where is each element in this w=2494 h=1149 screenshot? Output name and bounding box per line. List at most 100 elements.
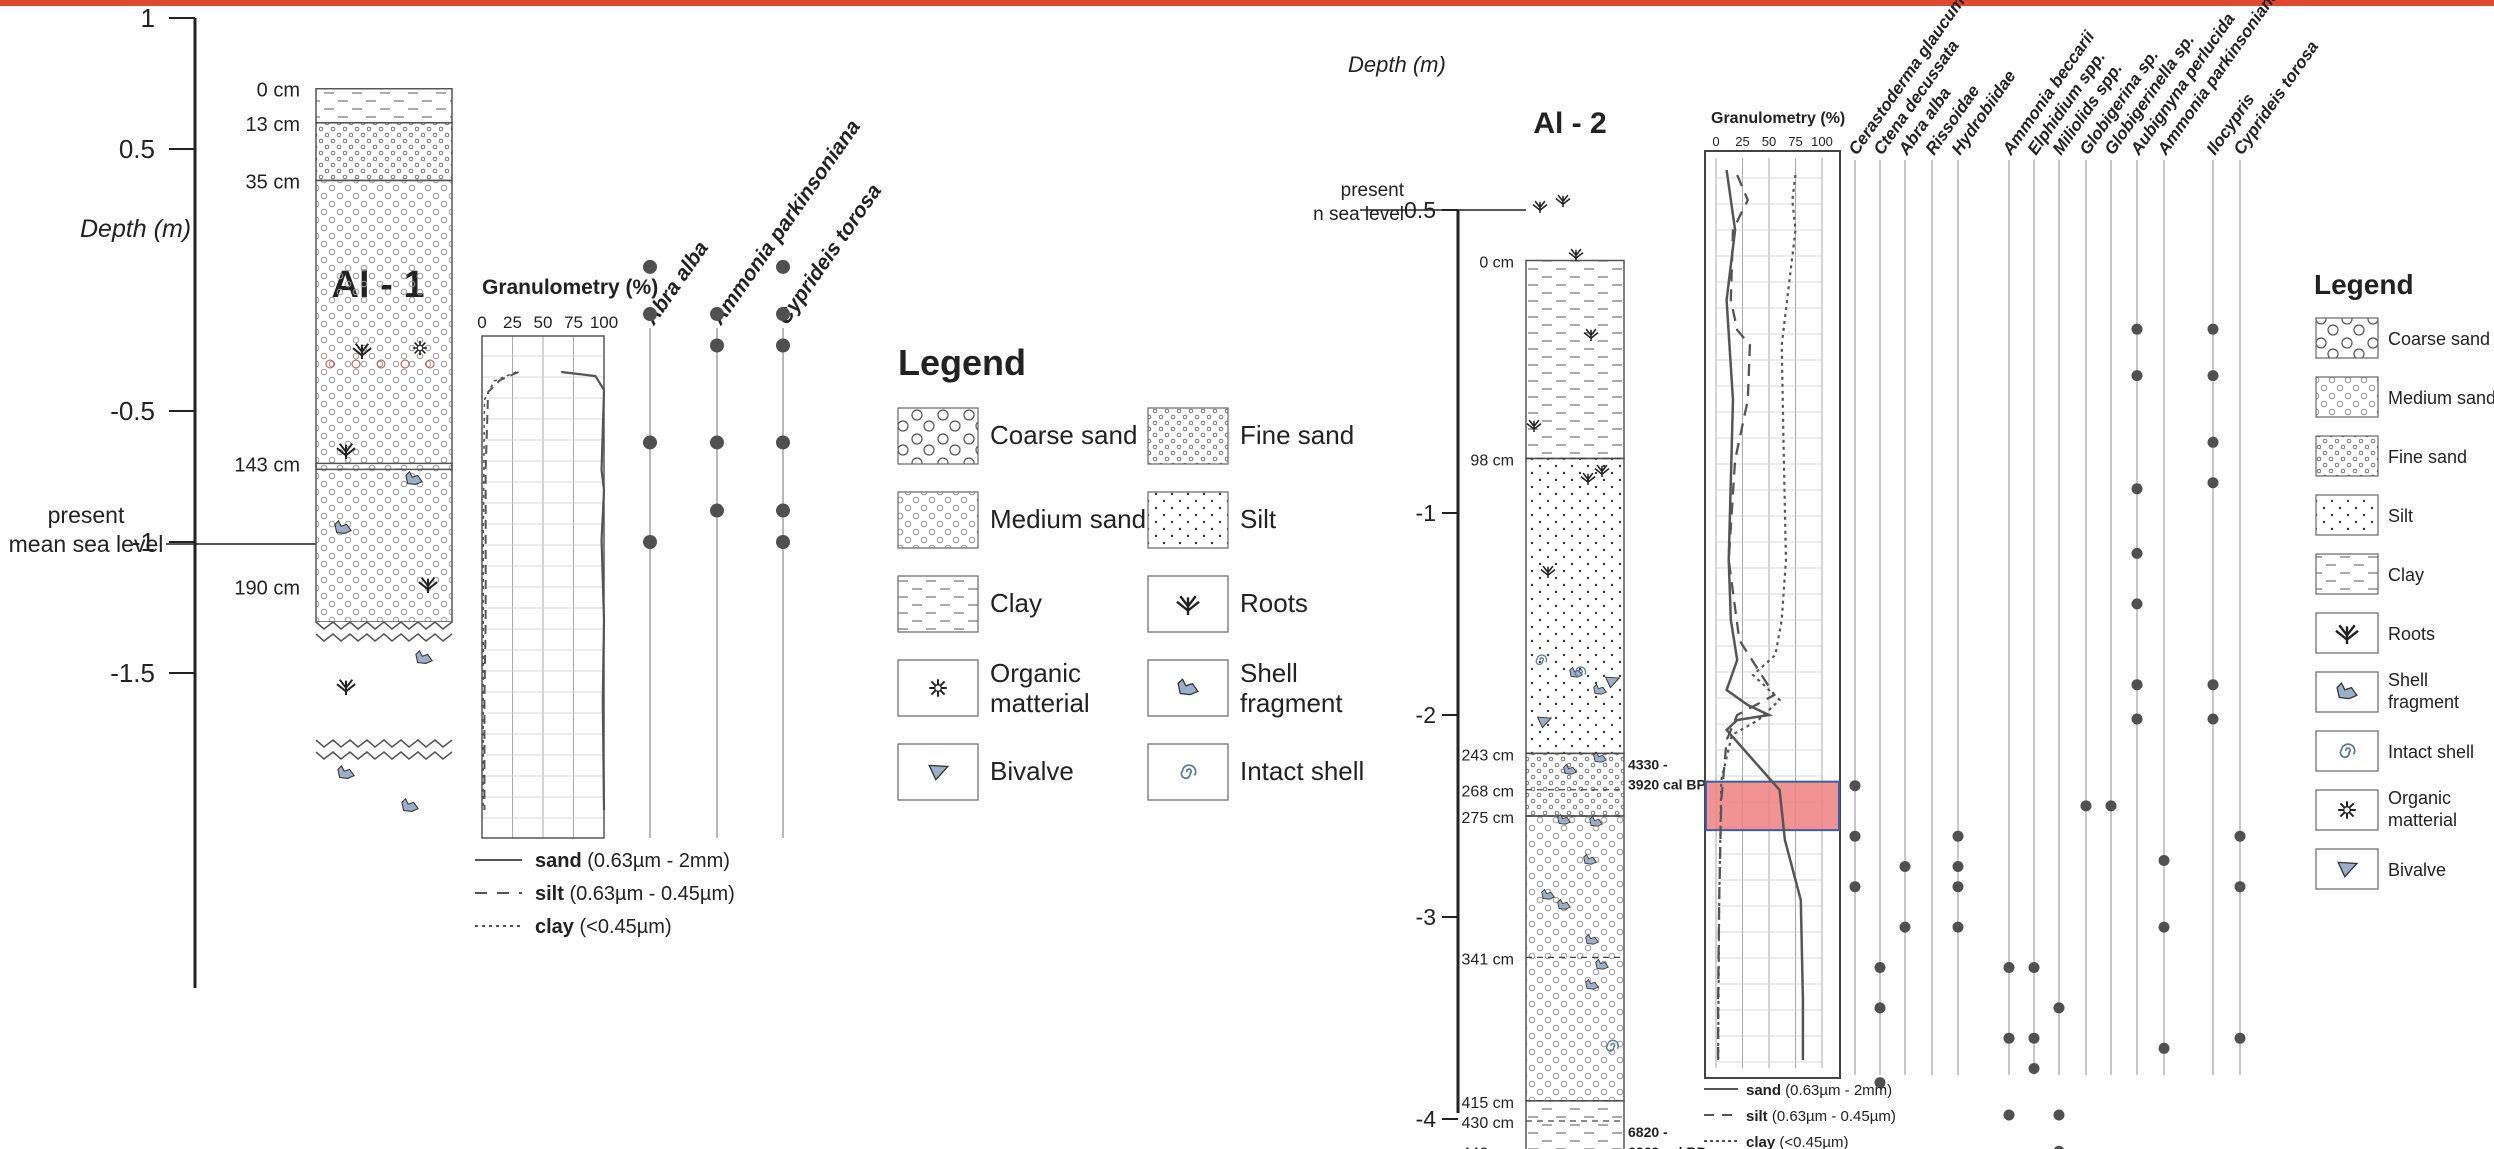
right-species-dot — [2054, 1145, 2064, 1149]
shell-icon — [1557, 813, 1571, 825]
right-species-dot — [2003, 1109, 2015, 1121]
roots-icon — [1568, 248, 1584, 261]
left-depth-tick-label: -1 — [132, 527, 155, 557]
shell-icon — [1583, 853, 1597, 865]
right-species-dot — [2131, 713, 2143, 725]
left-core-layer-clay — [315, 462, 453, 471]
bivalve-icon — [1536, 716, 1553, 729]
right-species-dot — [2105, 800, 2117, 812]
shell-icon — [1593, 751, 1607, 763]
right-curve-silt — [1716, 174, 1776, 1060]
bivalve-icon — [2337, 861, 2359, 878]
legend1-label: Intact shell — [1240, 756, 1364, 786]
right-species-dot — [2131, 547, 2143, 559]
left-core-pebble — [376, 359, 386, 369]
right-species-dot — [2158, 854, 2170, 866]
right-depth-label: 430 cm — [1462, 1115, 1514, 1132]
right-depth-tick-label: -3 — [1416, 904, 1436, 930]
left-granulometry-tick-label: 50 — [534, 313, 553, 332]
right-species-dot — [2207, 713, 2219, 725]
right-species-dot — [2131, 483, 2143, 495]
left-msl-label: present — [48, 502, 125, 528]
shell-icon — [1557, 898, 1571, 910]
intact-icon — [1180, 764, 1197, 780]
legend-swatch-fine — [2315, 435, 2379, 477]
right-species-dot — [1899, 921, 1911, 933]
right-depth-label: 0 cm — [1479, 255, 1514, 272]
legend-swatch-silt — [2315, 494, 2379, 536]
left-species-dot — [710, 503, 724, 518]
shell-icon — [415, 649, 433, 664]
right-species-dot — [2053, 1109, 2065, 1121]
shell-icon — [1595, 958, 1609, 970]
right-species-dot — [1874, 1002, 1886, 1014]
right-depth-label: 440 cm — [1462, 1145, 1514, 1149]
shell-icon — [1585, 978, 1599, 990]
right-depth-label: 275 cm — [1462, 810, 1514, 827]
legend2-label: Organic — [2388, 788, 2451, 808]
left-species-dot — [643, 435, 657, 450]
roots-icon — [336, 679, 356, 696]
shell-icon — [334, 519, 352, 534]
legend-swatch-intact — [1147, 743, 1229, 801]
roots-icon — [1594, 464, 1610, 477]
left-core-break — [315, 739, 453, 748]
left-depth-title: Depth (m) — [80, 215, 191, 243]
shell-icon — [1177, 678, 1199, 696]
right-species-dot — [2234, 1032, 2246, 1044]
right-depth-label: 268 cm — [1462, 784, 1514, 801]
right-msl-label: present — [1341, 180, 1405, 201]
right-species-dot — [2080, 800, 2092, 812]
right-species-dot — [2158, 1042, 2170, 1054]
right-granulometry-title: Granulometry (%) — [1711, 110, 1845, 127]
right-species-dot — [2207, 679, 2219, 691]
left-core-layer-fine — [315, 122, 453, 182]
left-core-pebble — [325, 359, 335, 369]
legend2-label: matterial — [2388, 810, 2457, 830]
shell-icon — [405, 470, 423, 485]
right-curve-clay — [1717, 174, 1797, 1061]
roots-icon — [418, 577, 438, 594]
right-curve-legend-label: sand (0.63µm - 2mm) — [1746, 1082, 1892, 1099]
right-species-dot — [2003, 1032, 2015, 1044]
left-depth-tick-label: 1 — [141, 3, 155, 33]
right-species-dot — [2207, 370, 2219, 382]
left-depth-tick-label: -1.5 — [110, 658, 155, 688]
right-core-layer-clay — [1525, 259, 1625, 460]
right-species-dot — [2028, 1032, 2040, 1044]
right-species-dot — [2131, 679, 2143, 691]
right-species-dot — [2028, 962, 2040, 973]
right-date-label: 6820 - — [1628, 1124, 1668, 1140]
left-core-layer-clay — [315, 87, 453, 124]
left-species-dot — [710, 307, 724, 322]
right-core-layer-fine — [1525, 752, 1625, 817]
roots-icon — [1555, 194, 1571, 207]
legend2-label: fragment — [2388, 692, 2459, 712]
roots-icon — [2335, 624, 2359, 645]
right-species-dot — [2158, 921, 2170, 933]
right-depth-tick-label: -2 — [1416, 702, 1436, 728]
right-species-dot — [1952, 881, 1964, 893]
right-granulometry-frame — [1704, 150, 1841, 1079]
right-species-dot — [2207, 436, 2219, 448]
right-granulometry-tick-label: 0 — [1712, 134, 1719, 149]
right-depth-label: 341 cm — [1462, 951, 1514, 968]
left-depth-label: 143 cm — [234, 454, 300, 476]
right-species-dot — [1952, 921, 1964, 933]
left-curve-legend-label: clay (<0.45µm) — [535, 916, 672, 938]
left-depth-label: 0 cm — [257, 80, 300, 102]
left-species-dot — [776, 435, 790, 450]
left-core-break — [315, 751, 453, 760]
left-core-break — [315, 633, 453, 642]
right-species-dot — [2053, 1002, 2065, 1014]
legend1-label: Bivalve — [990, 756, 1074, 786]
legend1-label: Clay — [990, 588, 1042, 618]
left-curve-silt — [483, 371, 520, 810]
organic-icon — [412, 340, 428, 356]
roots-icon — [1583, 328, 1599, 341]
left-depth-tick-label: -0.5 — [110, 396, 155, 426]
right-species-dot — [2234, 881, 2246, 893]
right-species-dot — [2131, 370, 2143, 382]
roots-icon — [1532, 200, 1548, 213]
shell-icon — [1585, 933, 1599, 945]
